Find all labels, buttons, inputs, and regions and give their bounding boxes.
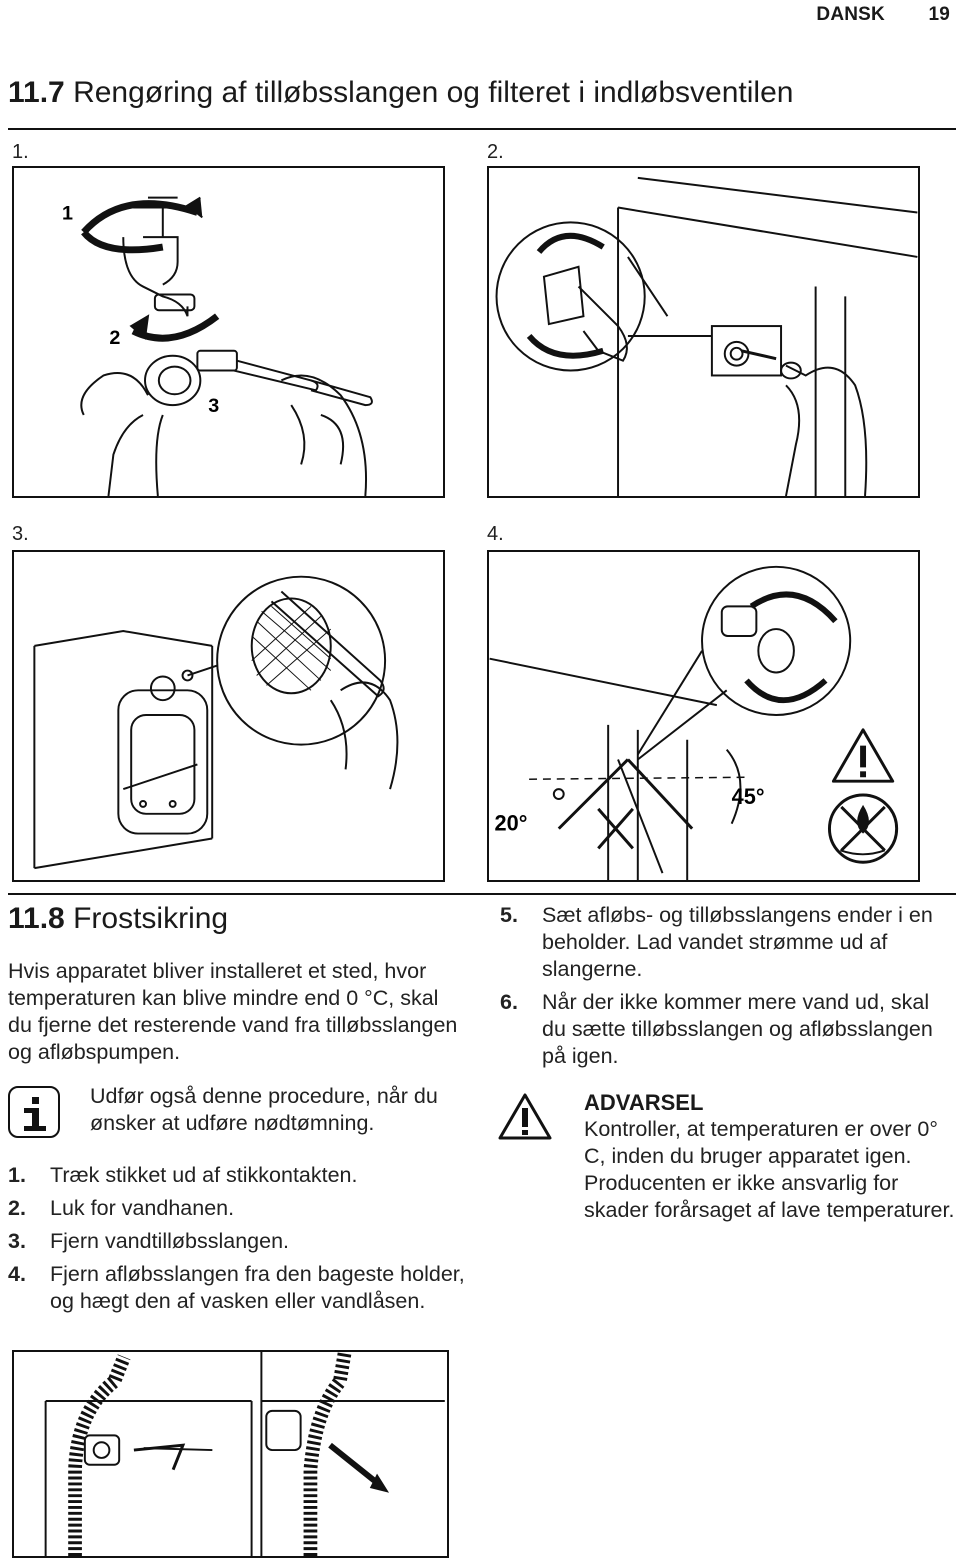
callout-1: 1 xyxy=(62,202,73,224)
section-11-8-title: 11.8 Frostsikring xyxy=(8,902,228,936)
figure-drain-hose-removal xyxy=(12,1350,449,1558)
frost-intro-paragraph: Hvis apparatet bliver installeret et ste… xyxy=(8,959,458,1064)
info-note-text: Udfør også denne procedure, når du ønske… xyxy=(90,1084,438,1135)
list-item: 5.Sæt afløbs- og tilløbsslangens ender i… xyxy=(500,903,933,981)
info-icon xyxy=(8,1086,60,1138)
section-title-text: Frostsikring xyxy=(73,902,229,935)
figure-inlet-valve-removal xyxy=(487,166,920,498)
page-header: DANSK 19 xyxy=(816,4,950,26)
page-number: 19 xyxy=(928,4,950,25)
warning-icon xyxy=(498,1093,552,1140)
section-rule xyxy=(8,893,956,895)
list-item: 6.Når der ikke kommer mere vand ud, skal… xyxy=(500,990,933,1068)
section-title-text: Rengøring af tilløbsslangen og filteret … xyxy=(73,76,794,109)
callout-3: 3 xyxy=(208,395,219,417)
steps-list-right: 5.Sæt afløbs- og tilløbsslangens ender i… xyxy=(500,902,955,1076)
warning-text-2: Producenten er ikke ansvarlig for skader… xyxy=(584,1171,955,1222)
angle-20: 20° xyxy=(495,811,528,836)
language-label: DANSK xyxy=(816,4,885,25)
angle-45: 45° xyxy=(732,784,765,809)
figure-label-1: 1. xyxy=(12,141,29,163)
figure-hose-angle: 20° 45° xyxy=(487,550,920,882)
warning-block: ADVARSEL Kontroller, at temperaturen er … xyxy=(584,1090,956,1224)
warning-text-1: Kontroller, at temperaturen er over 0° C… xyxy=(584,1117,938,1168)
section-11-7-title: 11.7 Rengøring af tilløbsslangen og filt… xyxy=(8,76,793,110)
section-rule xyxy=(8,128,956,130)
steps-list-left: 1.Træk stikket ud af stikkontakten. 2.Lu… xyxy=(8,1162,468,1321)
tap-filter-illustration: 1 2 3 xyxy=(62,196,373,496)
figure-filter-brush-cleaning xyxy=(12,550,445,882)
section-number: 11.7 xyxy=(8,76,65,109)
no-water-drop-icon xyxy=(827,793,899,864)
warning-triangle-icon xyxy=(831,728,895,783)
figure-label-2: 2. xyxy=(487,141,504,163)
figure-tap-filter-cleaning: 1 2 3 xyxy=(12,166,445,498)
section-number: 11.8 xyxy=(8,902,65,935)
list-item: 3.Fjern vandtilløbsslangen. xyxy=(8,1229,290,1253)
list-item: 4.Fjern afløbsslangen fra den bageste ho… xyxy=(8,1262,465,1313)
list-item: 1.Træk stikket ud af stikkontakten. xyxy=(8,1163,358,1187)
figure-label-4: 4. xyxy=(487,523,504,545)
callout-2: 2 xyxy=(109,327,120,349)
warning-title: ADVARSEL xyxy=(584,1090,704,1115)
list-item: 2.Luk for vandhanen. xyxy=(8,1196,235,1220)
figure-label-3: 3. xyxy=(12,523,29,545)
